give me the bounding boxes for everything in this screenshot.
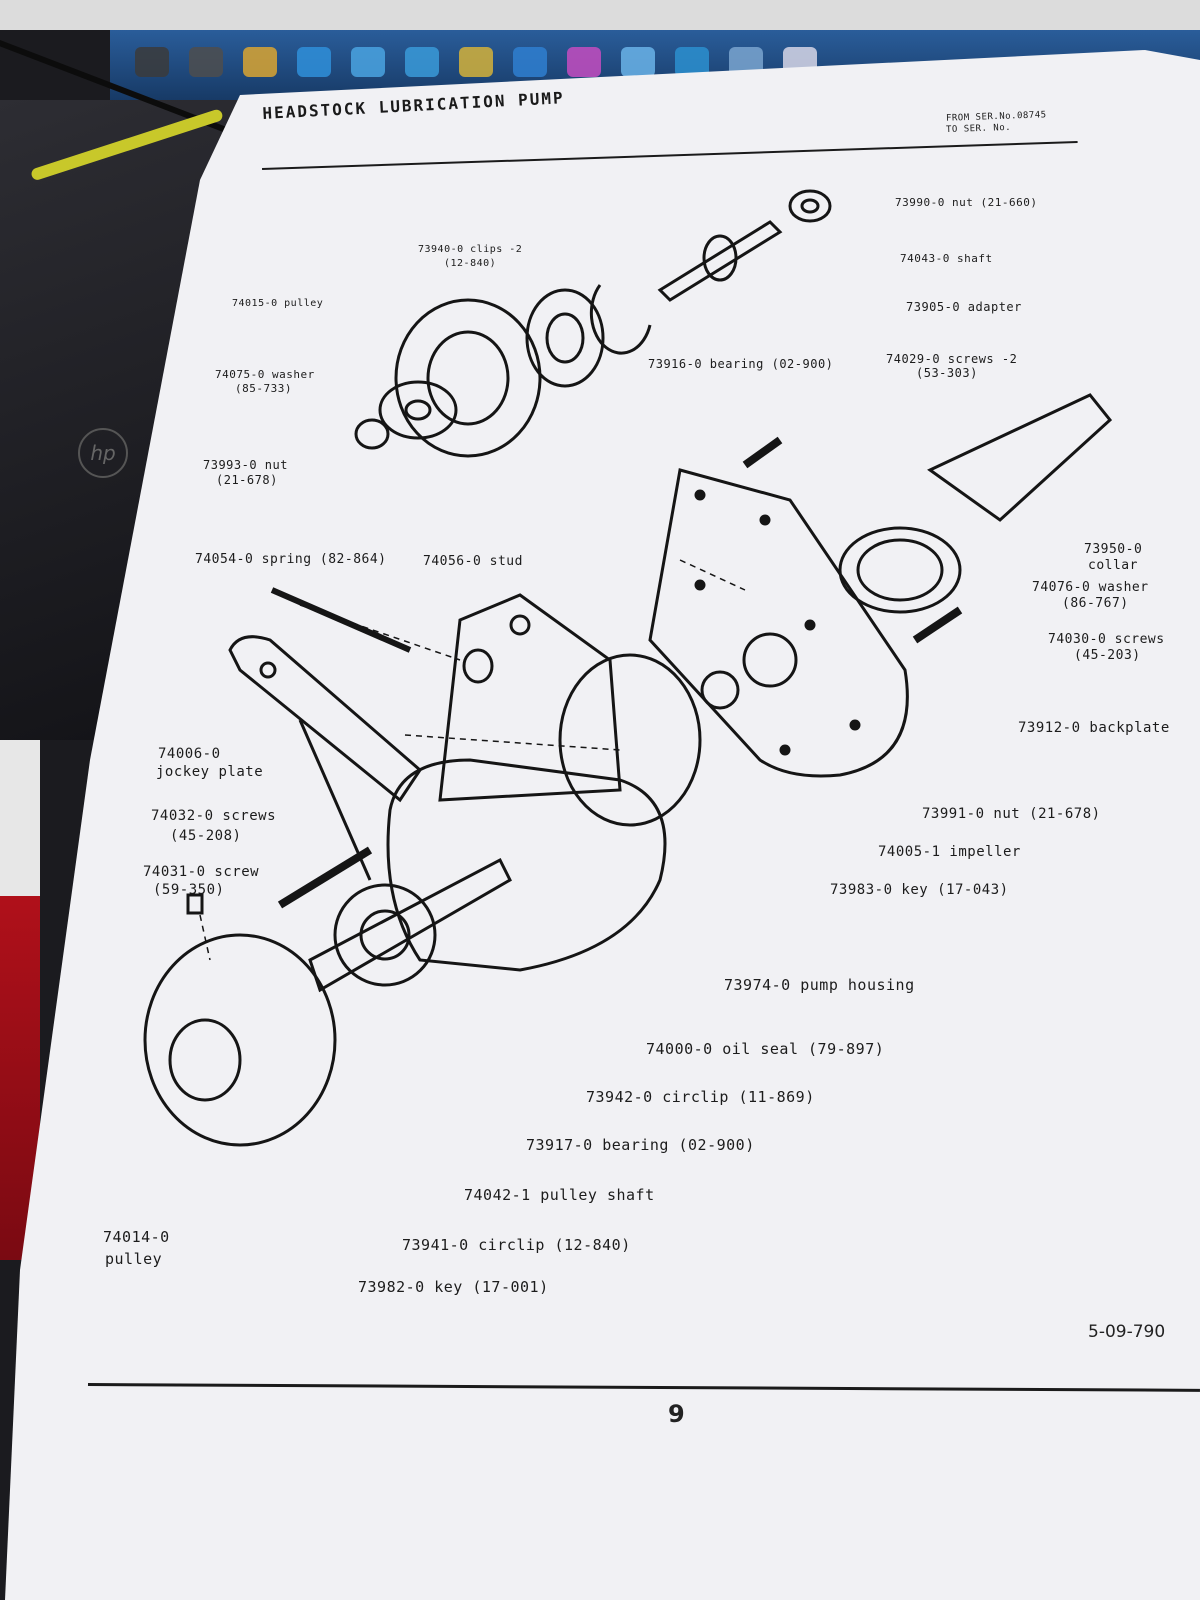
page-code: 5-09-790 — [1088, 1322, 1166, 1342]
part-label: 73982-0 key (17-001) — [358, 1278, 549, 1296]
grub-screw-part — [186, 893, 204, 915]
part-label: (45-203) — [1074, 648, 1141, 663]
pulley-part — [394, 298, 542, 458]
taskbar-app-icon — [351, 47, 385, 77]
part-label: 73990-0 nut (21-660) — [895, 196, 1038, 209]
screw-part — [912, 606, 963, 644]
pulley-part — [143, 933, 337, 1147]
screw-part — [277, 846, 373, 909]
screw-part — [742, 436, 783, 469]
part-label: 73950-0 — [1084, 542, 1143, 557]
part-label: 73941-0 circlip (12-840) — [402, 1236, 631, 1254]
part-label: (59-350) — [153, 882, 225, 898]
part-label: 74014-0 — [103, 1228, 170, 1246]
part-label: (21-678) — [216, 473, 278, 487]
part-label: 73983-0 key (17-043) — [830, 882, 1009, 898]
washer-part — [378, 380, 458, 440]
spring-part — [270, 587, 412, 653]
part-label: collar — [1088, 558, 1138, 573]
part-label: 73917-0 bearing (02-900) — [526, 1136, 755, 1154]
part-label: (85-733) — [235, 382, 292, 395]
part-label: 74056-0 stud — [423, 554, 523, 569]
part-label: 74042-1 pulley shaft — [464, 1186, 655, 1204]
stud-part — [462, 648, 494, 684]
part-label: 73940-0 clips -2 — [418, 244, 523, 255]
bearing-part — [525, 288, 605, 388]
part-label: 73912-0 backplate — [1018, 720, 1170, 736]
part-label: pulley — [105, 1250, 163, 1268]
nut-part — [788, 189, 832, 223]
part-label: 73991-0 nut (21-678) — [922, 806, 1101, 822]
taskbar-app-icon — [513, 47, 547, 77]
part-label: 74000-0 oil seal (79-897) — [646, 1040, 885, 1058]
part-label: 73993-0 nut — [203, 458, 288, 472]
part-label: 73974-0 pump housing — [724, 976, 915, 994]
taskbar-app-icon — [621, 47, 655, 77]
part-label: (53-303) — [916, 366, 978, 380]
hp-logo: hp — [78, 428, 128, 478]
part-label: (12-840) — [444, 258, 497, 269]
pulley-shaft-part — [308, 857, 512, 993]
collar-part — [838, 526, 962, 614]
part-label: 74029-0 screws -2 — [886, 352, 1018, 366]
part-label: 73942-0 circlip (11-869) — [586, 1088, 815, 1106]
taskbar-app-icon — [405, 47, 439, 77]
part-label: 74076-0 washer — [1032, 580, 1149, 595]
impeller-part — [558, 653, 702, 827]
part-label: 74043-0 shaft — [900, 252, 993, 265]
part-label: (45-208) — [170, 828, 242, 844]
part-label: 74030-0 screws — [1048, 632, 1165, 647]
pump-housing-part — [386, 758, 667, 972]
taskbar-app-icon — [135, 47, 169, 77]
jockey-plate-part — [228, 635, 422, 803]
taskbar-app-icon — [567, 47, 601, 77]
backplate-part — [648, 468, 909, 778]
page-number: 9 — [668, 1400, 685, 1428]
taskbar-folder-icon — [243, 47, 277, 77]
nut-part — [700, 670, 740, 710]
part-label: jockey plate — [156, 764, 264, 780]
part-label: 73905-0 adapter — [906, 300, 1022, 314]
housing-tower-part — [438, 593, 622, 802]
adapter-part — [927, 393, 1113, 522]
part-label: (86-767) — [1062, 596, 1129, 611]
taskbar-app-icon — [189, 47, 223, 77]
part-label: 74031-0 screw — [143, 864, 260, 880]
part-label: 74032-0 screws — [151, 808, 277, 824]
part-label: 73916-0 bearing (02-900) — [648, 357, 834, 371]
part-label: 74054-0 spring (82-864) — [195, 552, 387, 567]
taskbar-browser-icon — [297, 47, 331, 77]
bearing-part — [333, 883, 437, 987]
part-label: 74075-0 washer — [215, 368, 315, 381]
desk-background — [0, 0, 1200, 30]
nut-part — [354, 418, 390, 450]
shaft-part — [657, 220, 783, 302]
part-label: 74015-0 pulley — [232, 298, 324, 309]
part-label: 74005-1 impeller — [878, 844, 1021, 860]
taskbar-app-icon — [459, 47, 493, 77]
part-label: 74006-0 — [158, 746, 221, 762]
